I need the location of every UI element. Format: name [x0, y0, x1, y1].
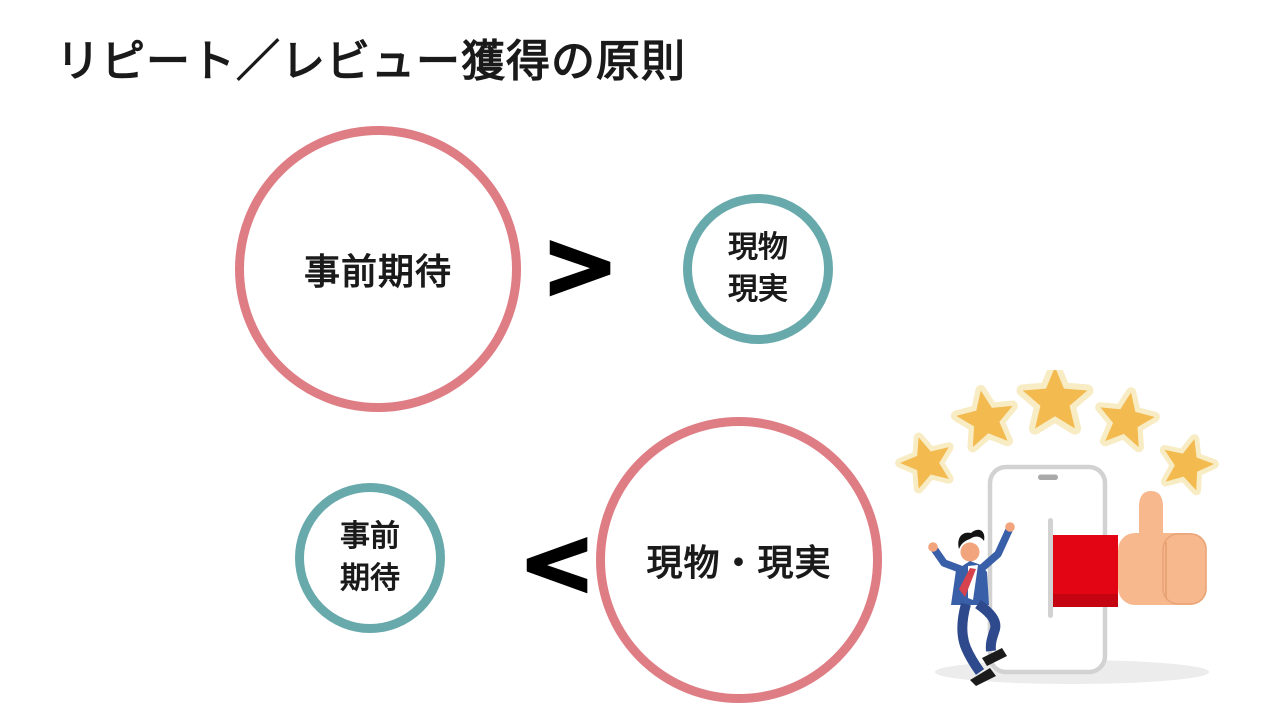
review-thumbs-up-illustration	[890, 370, 1280, 686]
person-hair	[958, 529, 985, 549]
star-icon	[894, 429, 958, 491]
circle-label: 現物・現実	[646, 542, 832, 583]
person-hand	[928, 542, 938, 552]
star-icon	[953, 386, 1019, 449]
star-icon	[1095, 388, 1158, 449]
less-than-symbol: <	[517, 507, 597, 617]
jumping-person-icon	[928, 522, 1015, 686]
person-leg-right	[975, 599, 1001, 652]
circle-label-line1: 事前	[340, 520, 400, 553]
circle-actual-reality-small: 現物 現実	[683, 194, 833, 344]
phone-speaker	[1038, 474, 1058, 480]
red-sleeve-shade	[1053, 594, 1118, 607]
thumbs-up-icon	[1053, 491, 1207, 607]
person-shoe	[982, 648, 1007, 666]
phone-slot	[1048, 518, 1053, 618]
person-shoe	[970, 668, 996, 686]
circle-label-line1: 現物	[728, 231, 788, 264]
slide-title: リピート／レビュー獲得の原則	[56, 37, 686, 86]
person-hand	[1005, 522, 1015, 532]
person-leg-left	[957, 602, 985, 675]
person-tie	[959, 568, 976, 597]
folded-fingers	[1162, 533, 1207, 605]
person-arm-left	[931, 546, 964, 573]
circle-prior-expectation-small: 事前 期待	[295, 483, 445, 633]
thumb	[1139, 491, 1163, 541]
circle-label-line2: 期待	[340, 562, 400, 595]
circle-label: 事前期待	[303, 251, 452, 292]
star-icon	[1023, 370, 1088, 429]
circle-label-line2: 現実	[728, 273, 788, 306]
person-head	[960, 542, 980, 562]
greater-than-symbol: >	[540, 210, 620, 320]
circle-prior-expectation-large: 事前期待	[235, 126, 521, 412]
person-arm-right	[978, 526, 1013, 572]
circle-actual-reality-large: 現物・現実	[596, 417, 882, 703]
star-icon	[1156, 432, 1219, 493]
